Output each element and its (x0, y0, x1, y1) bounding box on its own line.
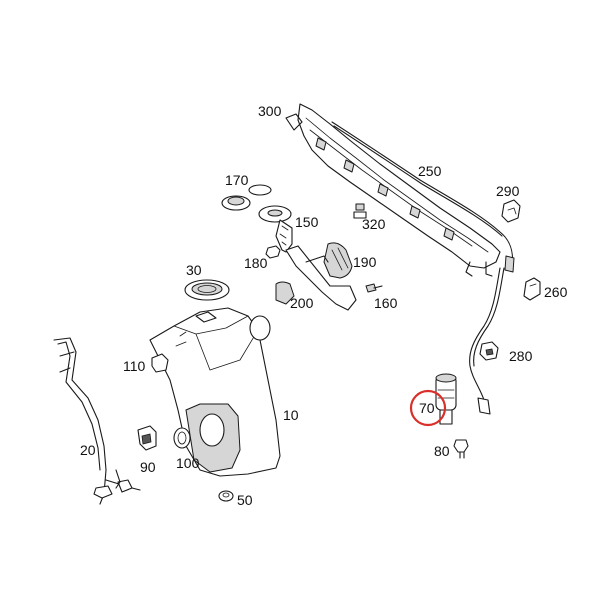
seal-ring-part-100 (173, 427, 191, 449)
reservoir-part (149, 307, 281, 477)
label-180: 180 (244, 255, 268, 271)
hose-part-20 (53, 337, 141, 505)
label-170: 170 (225, 172, 249, 188)
label-20: 20 (80, 442, 96, 458)
label-30: 30 (186, 262, 202, 278)
label-260: 260 (544, 284, 568, 300)
label-290: 290 (496, 183, 520, 199)
plug-part-50 (218, 490, 234, 502)
seal-part-30 (184, 279, 230, 301)
hose-clip-part (501, 199, 521, 223)
screw-part-160 (365, 283, 383, 293)
label-70: 70 (419, 400, 435, 416)
label-150: 150 (295, 214, 319, 230)
label-200: 200 (290, 295, 314, 311)
fitting-part-110 (151, 353, 169, 373)
filler-neck-part (258, 205, 293, 253)
filler-cap-part (221, 184, 272, 211)
bolt-part-320 (353, 203, 367, 219)
highlight-circle (409, 389, 447, 427)
label-280: 280 (509, 348, 533, 364)
cowl-panel-part (285, 103, 501, 277)
label-50: 50 (237, 492, 253, 508)
label-110: 110 (123, 358, 146, 374)
washer-pump-part (435, 373, 457, 425)
connector-part-280 (479, 341, 499, 361)
label-320: 320 (362, 216, 386, 232)
label-90: 90 (140, 459, 156, 475)
washer-hose-line (331, 121, 515, 415)
grommet-part-180 (265, 245, 281, 259)
label-100: 100 (176, 455, 200, 471)
label-250: 250 (418, 163, 442, 179)
label-80: 80 (434, 443, 450, 459)
label-160: 160 (374, 295, 398, 311)
bracket-part-260 (523, 277, 541, 301)
label-190: 190 (353, 254, 377, 270)
grommet-part-80 (453, 439, 469, 459)
label-10: 10 (283, 407, 299, 423)
clip-part-90 (137, 425, 157, 451)
filler-pipe-part (275, 242, 357, 311)
label-300: 300 (258, 103, 282, 119)
